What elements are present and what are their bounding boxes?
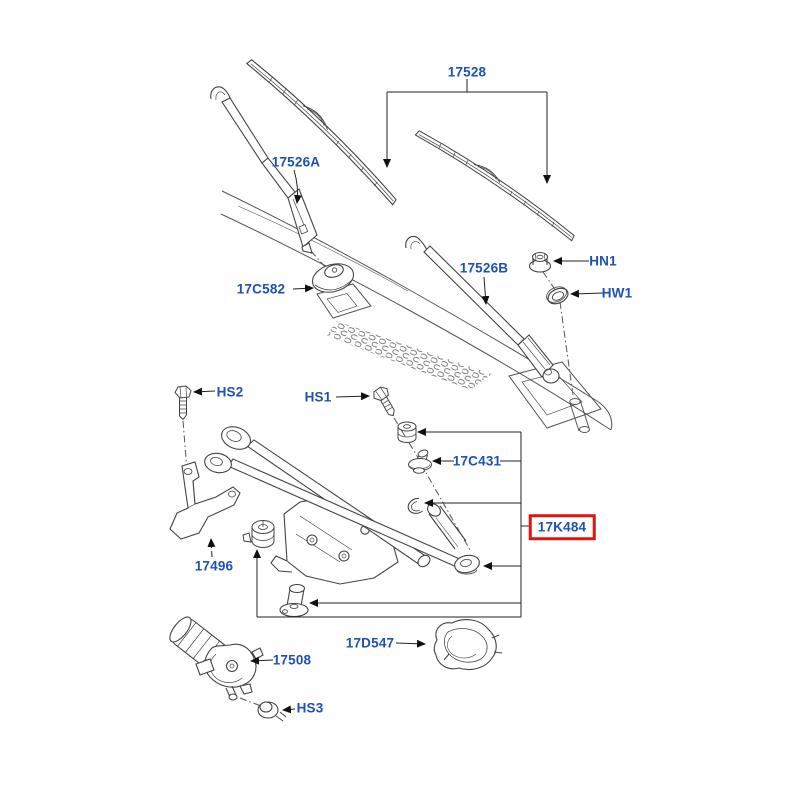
circlip bbox=[407, 497, 423, 514]
cowl-pivot-shaft bbox=[569, 398, 590, 433]
blade-group-bracket bbox=[383, 79, 551, 184]
wiper-motor bbox=[169, 616, 264, 701]
callout-17496[interactable]: 17496 bbox=[194, 558, 234, 574]
left-pivot-boss bbox=[220, 426, 252, 450]
mount-bushing bbox=[397, 421, 417, 443]
callout-17K484-highlighted[interactable]: 17K484 bbox=[528, 514, 596, 540]
callout-17528[interactable]: 17528 bbox=[447, 64, 487, 80]
bolt-hs1 bbox=[373, 386, 395, 417]
wiper-arm-b bbox=[405, 235, 560, 384]
assembly-group-bracket bbox=[253, 428, 531, 618]
bolt-hs2 bbox=[174, 385, 192, 421]
wiper-arm-a bbox=[210, 86, 318, 254]
callout-HW1[interactable]: HW1 bbox=[601, 285, 633, 301]
grommet bbox=[408, 449, 432, 474]
crank-top bbox=[427, 503, 441, 517]
linkage-cover bbox=[433, 619, 503, 671]
callout-17526B[interactable]: 17526B bbox=[459, 260, 509, 276]
left-pivot-eye bbox=[204, 452, 232, 474]
callout-17C431[interactable]: 17C431 bbox=[452, 453, 502, 469]
clamp-bushing bbox=[242, 520, 275, 548]
wiper-blade-left bbox=[244, 53, 404, 206]
bolt-hs3 bbox=[257, 701, 287, 722]
linkage-assembly bbox=[204, 426, 480, 618]
callout-17526A[interactable]: 17526A bbox=[271, 154, 321, 170]
callout-17D547[interactable]: 17D547 bbox=[345, 635, 395, 651]
leader-lines bbox=[193, 169, 605, 714]
washer bbox=[546, 286, 569, 305]
mesh-grille bbox=[327, 321, 492, 390]
pivot-cap bbox=[311, 263, 355, 293]
callout-17508[interactable]: 17508 bbox=[272, 652, 312, 668]
flange-nut bbox=[528, 251, 552, 273]
callout-HS3[interactable]: HS3 bbox=[296, 700, 324, 716]
callout-HN1[interactable]: HN1 bbox=[589, 253, 617, 269]
wiper-blade-right bbox=[413, 124, 580, 242]
standpipe-pivot bbox=[279, 583, 309, 618]
callout-HS1[interactable]: HS1 bbox=[304, 389, 332, 405]
callout-HS2[interactable]: HS2 bbox=[216, 384, 244, 400]
mount-bracket bbox=[169, 461, 241, 540]
cowl-panel bbox=[220, 190, 613, 433]
callout-17C582[interactable]: 17C582 bbox=[236, 281, 286, 297]
crank-eye bbox=[454, 554, 480, 574]
